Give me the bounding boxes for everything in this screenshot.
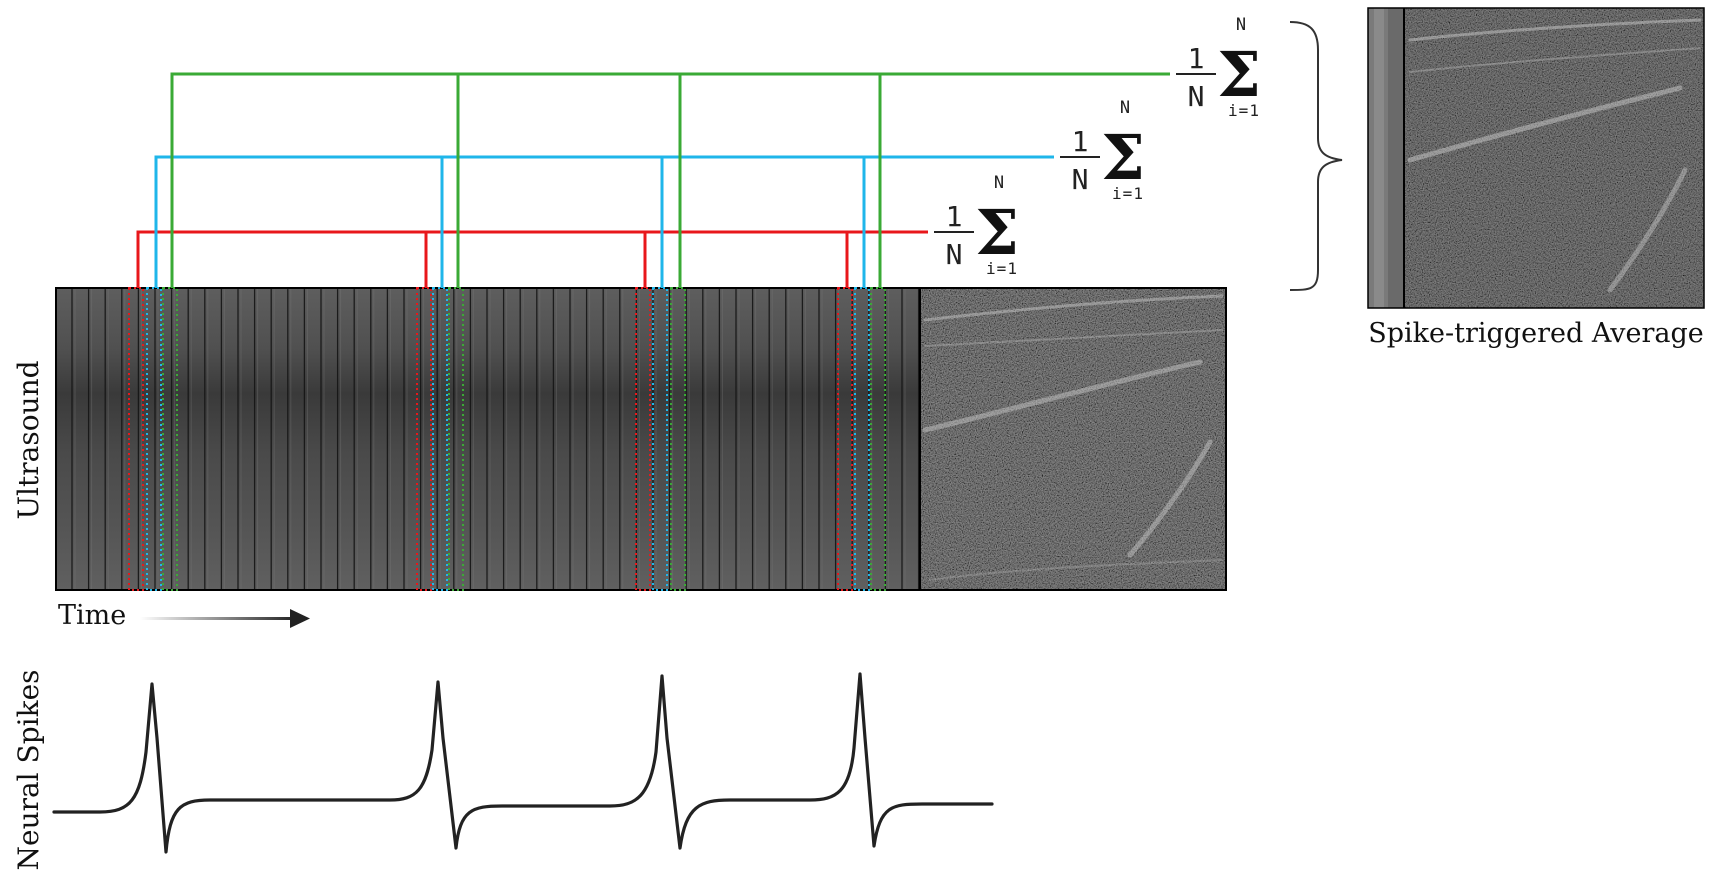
formula-denominator: N (946, 238, 963, 271)
formula-sum-symbol: Σ (1217, 38, 1261, 111)
sta-label: Spike-triggered Average (1368, 318, 1703, 349)
blue-trigger-frame-4 (854, 287, 870, 591)
sta-image (1367, 7, 1705, 309)
formula-lower-bound: i=1 (1228, 101, 1260, 120)
formula-lower-bound: i=1 (1112, 184, 1144, 203)
green-trigger-frame-3 (670, 287, 686, 591)
formula-upper-bound: N (1120, 98, 1130, 118)
neural-spike-trace (52, 672, 994, 854)
blue-trigger-frame-3 (652, 287, 668, 591)
formula-upper-bound: N (1236, 15, 1246, 35)
ultrasound-label: Ultrasound (12, 360, 45, 519)
time-arrow-icon (140, 609, 310, 628)
formula-lower-bound: i=1 (986, 259, 1018, 278)
trigger-frame-markers (128, 287, 886, 591)
neural-spikes-label: Neural Spikes (12, 669, 45, 870)
green-trigger-frame-1 (162, 287, 178, 591)
green-trigger-frame-2 (448, 287, 464, 591)
formula-numerator: 1 (1072, 125, 1089, 158)
blue-trigger-frame-1 (146, 287, 162, 591)
formula-denominator: N (1072, 163, 1089, 196)
formula-numerator: 1 (1188, 42, 1205, 75)
curly-brace (1289, 21, 1343, 291)
blue-trigger-frame-2 (432, 287, 448, 591)
formula-numerator: 1 (946, 200, 963, 233)
time-label: Time (58, 600, 126, 631)
formula-sum-symbol: Σ (975, 196, 1019, 269)
green-trigger-frame-4 (870, 287, 886, 591)
formula-denominator: N (1188, 80, 1205, 113)
red-trigger-frame-1 (128, 287, 144, 591)
trigger-bracket-lines (136, 72, 1170, 288)
red-trigger-frame-2 (416, 287, 432, 591)
red-trigger-frame-3 (635, 287, 651, 591)
formula-upper-bound: N (994, 173, 1004, 193)
ultrasound-fascia-streaks (922, 294, 1224, 581)
ultrasound-stack (55, 287, 1227, 591)
red-trigger-frame-4 (837, 287, 853, 591)
formula-sum-symbol: Σ (1101, 121, 1145, 194)
